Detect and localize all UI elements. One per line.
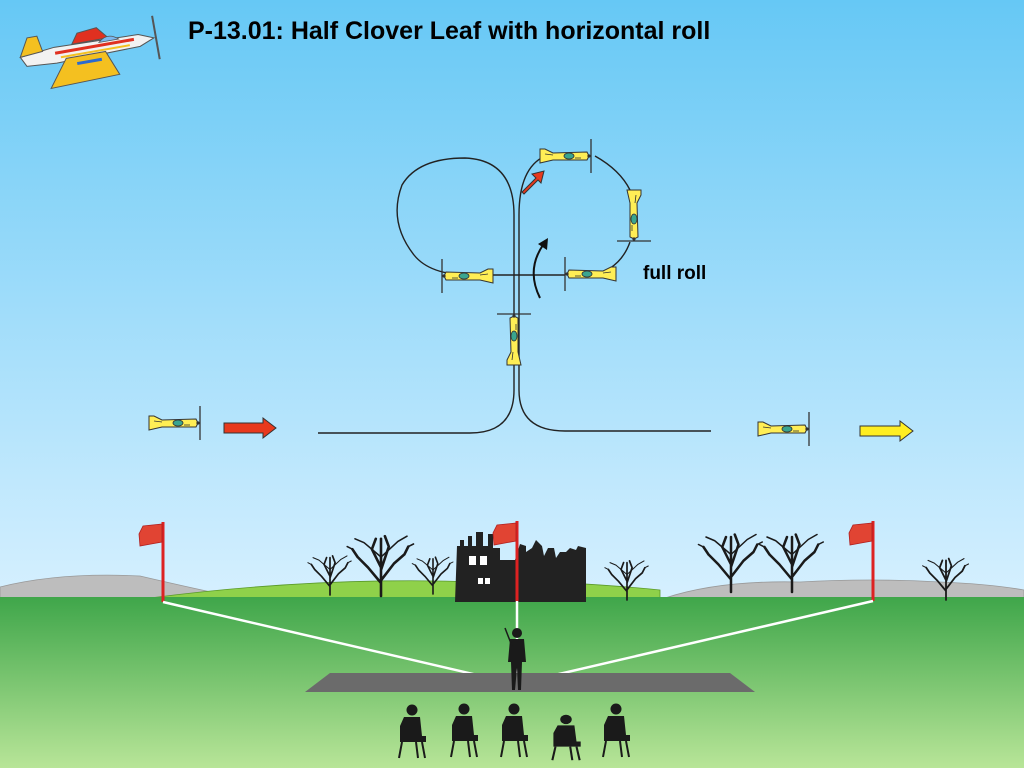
arrow-icon [223,416,277,440]
page-title: P-13.01: Half Clover Leaf with horizonta… [188,17,711,45]
arrow-icon [521,170,545,195]
pilot-box [305,673,755,692]
sky-background [0,0,1024,600]
roll-annotation: full roll [643,263,707,284]
logo-aircraft-icon [19,15,161,90]
arrow-icon [859,419,914,443]
pilot-icon [504,627,526,690]
castle-ruin-icon [455,532,586,602]
distant-hill-right [664,579,1024,599]
arrow-icon [532,238,548,299]
